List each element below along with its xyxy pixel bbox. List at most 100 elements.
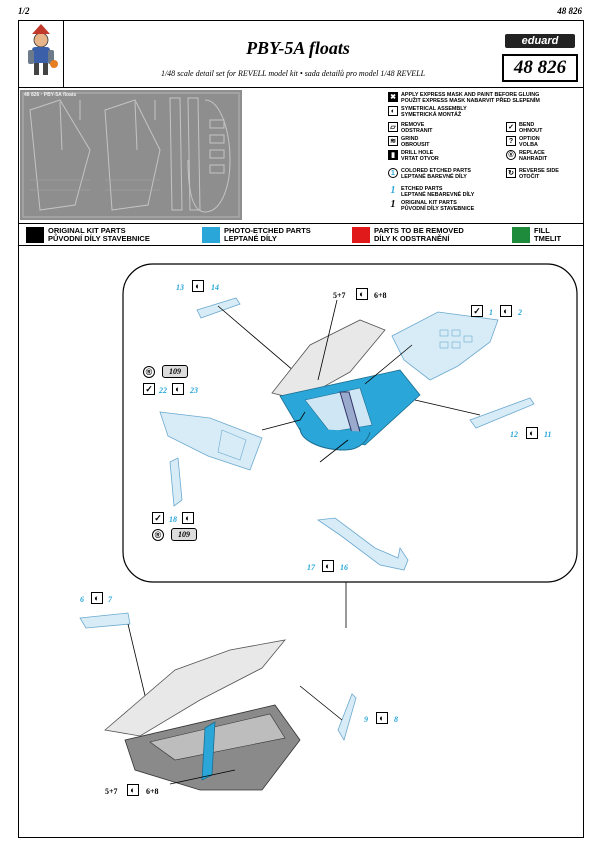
legend-text: BEND OHNOUT xyxy=(519,122,543,134)
legend-text: DRILL HOLE VRTAT OTVOR xyxy=(401,150,439,162)
legend-text: ORIGINAL KIT PARTS PŮVODNÍ DÍLY STAVEBNI… xyxy=(401,200,475,212)
callout-5-7-lower: 5+7 xyxy=(105,787,118,796)
replace-icon: ® xyxy=(143,366,155,378)
lower-wing xyxy=(104,639,287,737)
legend-item: ✓BEND OHNOUT xyxy=(506,122,542,134)
part-9-strut xyxy=(337,693,357,741)
callout-14: 14 xyxy=(211,283,219,292)
part-6-strip xyxy=(79,612,131,629)
callout-7: 7 xyxy=(108,595,112,604)
callout-12: 12 xyxy=(510,430,518,439)
callout-109-upper: 109 xyxy=(162,365,188,378)
page-frame xyxy=(18,20,584,838)
callout-8: 8 xyxy=(394,715,398,724)
mascot-logo xyxy=(18,20,64,87)
express-mask-icon: ✖ xyxy=(388,92,398,102)
callout-6-8-upper: 6+8 xyxy=(374,291,387,300)
legend-item: ↻REVERSE SIDE OTOČIT xyxy=(506,168,559,180)
reverse-side-icon: ↻ xyxy=(506,168,516,178)
legend-item: ▱REMOVE ODSTRANIT xyxy=(388,122,432,134)
color-swatch xyxy=(512,227,530,243)
legend-text: ETCHED PARTS LEPTANÉ NEBAREVNÉ DÍLY xyxy=(401,186,475,198)
legend-text: REPLACE NAHRADIT xyxy=(519,150,548,162)
callout-6-8-lower: 6+8 xyxy=(146,787,159,796)
legend-text: SYMETRICAL ASSEMBLY SYMETRICKÁ MONTÁŽ xyxy=(401,106,467,118)
legend-text: OPTION VOLBA xyxy=(519,136,540,148)
etched-part-icon: 1 xyxy=(388,186,398,196)
mascot-icon xyxy=(28,24,58,75)
legend-item: ▮DRILL HOLE VRTAT OTVOR xyxy=(388,150,439,162)
page-number-left: 1/2 xyxy=(18,6,30,16)
legend-text: REMOVE ODSTRANIT xyxy=(401,122,433,134)
remove-icon: ▱ xyxy=(388,122,398,132)
fret-drawing xyxy=(20,90,242,220)
callout-109-lower: 109 xyxy=(171,528,197,541)
callout-11: 11 xyxy=(544,430,552,439)
symmetrical-icon: ◐ xyxy=(91,592,103,604)
symmetrical-icon: ◐ xyxy=(322,560,334,572)
option-icon: ? xyxy=(506,136,516,146)
legend-item: ?OPTION VOLBA xyxy=(506,136,540,148)
symmetrical-icon: ◐ xyxy=(182,512,194,524)
symmetrical-icon: ◐ xyxy=(388,106,398,116)
grind-icon: ≋ xyxy=(388,136,398,146)
symmetrical-icon: ◐ xyxy=(500,305,512,317)
callout-1: 1 xyxy=(489,308,493,317)
part-22-bracket xyxy=(159,411,263,471)
legend-text: COLORED ETCHED PARTS LEPTANÉ BAREVNÉ DÍL… xyxy=(401,168,471,180)
bend-icon: ✓ xyxy=(152,512,164,524)
callout-5-7-upper: 5+7 xyxy=(333,291,346,300)
bend-icon: ✓ xyxy=(143,383,155,395)
callout-6: 6 xyxy=(80,595,84,604)
legend-text: APPLY EXPRESS MASK AND PAINT BEFORE GLUI… xyxy=(401,92,540,104)
part-13-strip xyxy=(196,297,241,319)
part-18-strut xyxy=(169,457,183,507)
color-swatch xyxy=(26,227,44,243)
color-swatch xyxy=(202,227,220,243)
drill-icon: ▮ xyxy=(388,150,398,160)
callout-22: 22 xyxy=(159,386,167,395)
legend-item: ®REPLACE NAHRADIT xyxy=(506,150,547,162)
callout-9: 9 xyxy=(364,715,368,724)
symmetrical-icon: ◐ xyxy=(356,288,368,300)
callout-18: 18 xyxy=(169,515,177,524)
replace-icon: ® xyxy=(152,529,164,541)
colored-etch-icon: 1 xyxy=(388,168,398,178)
replace-icon: ® xyxy=(506,150,516,160)
detail-panel-frame xyxy=(122,263,578,583)
symmetrical-icon: ◐ xyxy=(192,280,204,292)
page-subtitle: 1/48 scale detail set for REVELL model k… xyxy=(160,69,426,78)
brand-logo: eduard xyxy=(505,34,575,48)
page-number-right: 48 826 xyxy=(557,6,582,16)
page-title: PBY-5A floats xyxy=(246,38,350,58)
etched-fret-image: 48 826 · PBY-5A floats xyxy=(20,90,242,220)
symmetrical-icon: ◐ xyxy=(376,712,388,724)
catalog-number: 48 826 xyxy=(502,54,578,82)
legend-item: ◐SYMETRICAL ASSEMBLY SYMETRICKÁ MONTÁŽ xyxy=(388,106,467,118)
symmetrical-icon: ◐ xyxy=(127,784,139,796)
callout-16: 16 xyxy=(340,563,348,572)
bend-icon: ✓ xyxy=(506,122,516,132)
callout-23: 23 xyxy=(190,386,198,395)
callout-2: 2 xyxy=(518,308,522,317)
legend-item: ✖APPLY EXPRESS MASK AND PAINT BEFORE GLU… xyxy=(388,92,540,104)
part-1-panel xyxy=(391,311,499,381)
fret-band: 48 826 · PBY-5A floats xyxy=(18,88,584,224)
callout-17: 17 xyxy=(307,563,315,572)
callout-13: 13 xyxy=(176,283,184,292)
fret-label: 48 826 · PBY-5A floats xyxy=(24,92,77,98)
part-12-strip xyxy=(469,397,535,429)
part-17-rail xyxy=(316,517,409,571)
